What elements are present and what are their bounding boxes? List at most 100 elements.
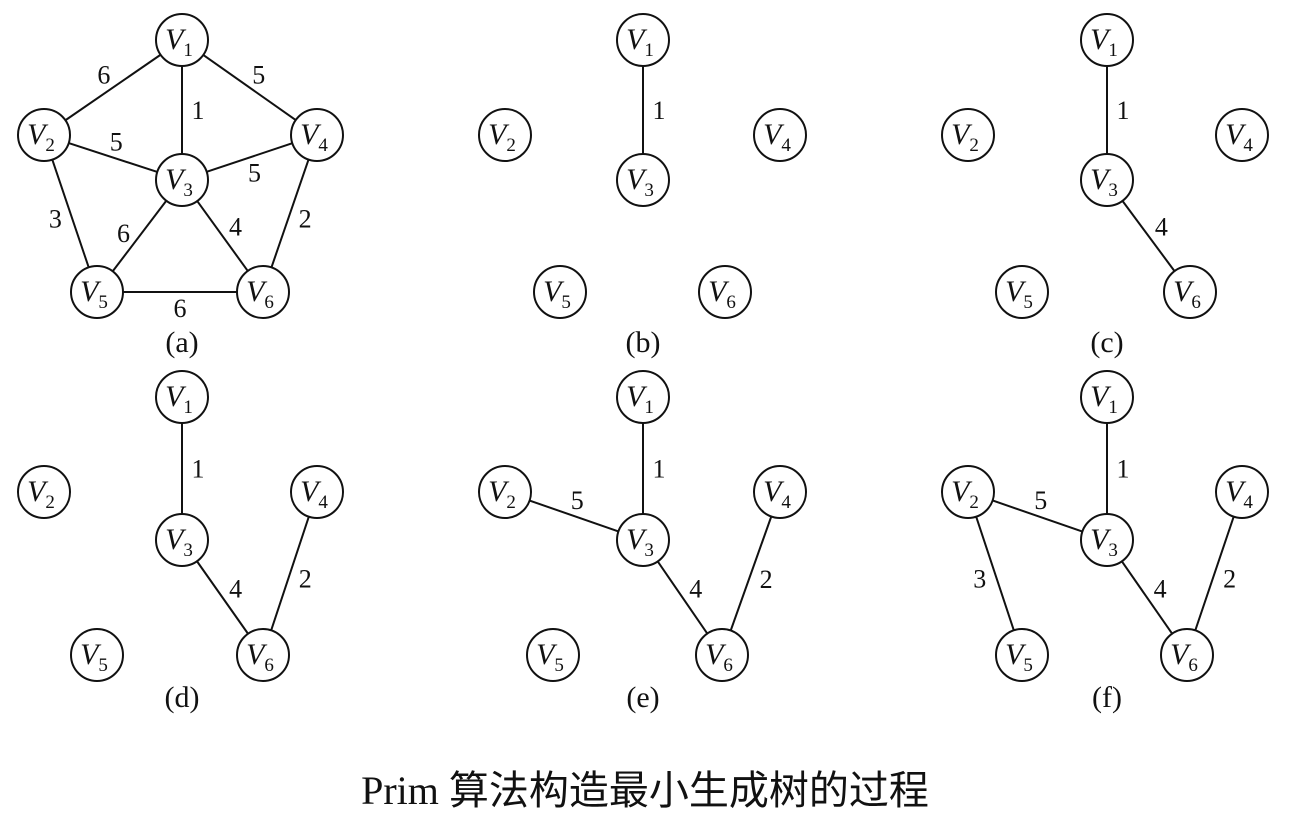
edge-V2-V5	[975, 516, 1015, 631]
vertex-v5: V5	[995, 628, 1049, 682]
vertex-circle	[1215, 465, 1269, 519]
vertex-v3: V3	[155, 513, 209, 567]
vertex-circle	[1080, 513, 1134, 567]
panel-label: (c)	[1090, 326, 1123, 359]
vertex-label: V2	[951, 475, 979, 513]
vertex-v2: V2	[941, 108, 995, 162]
edge-V2-V3	[992, 499, 1083, 533]
vertex-circle	[1160, 628, 1214, 682]
vertex-label: V3	[626, 523, 654, 561]
edge-weight-label: 2	[760, 565, 773, 594]
vertex-v2: V2	[17, 465, 71, 519]
edge-weight-label: 1	[192, 96, 205, 125]
vertex-circle	[616, 13, 670, 67]
vertex-circle	[1080, 153, 1134, 207]
vertex-label: V3	[1090, 163, 1118, 201]
vertex-v6: V6	[698, 265, 752, 319]
vertex-label: V2	[27, 118, 55, 156]
vertex-circle	[155, 370, 209, 424]
edge-V4-V6	[270, 516, 310, 631]
vertex-label: V3	[626, 163, 654, 201]
vertex-circle	[1080, 13, 1134, 67]
vertex-v2: V2	[478, 465, 532, 519]
edge-weight-label: 4	[229, 213, 242, 242]
vertex-circle	[478, 465, 532, 519]
vertex-circle	[533, 265, 587, 319]
vertex-label: V2	[488, 118, 516, 156]
vertex-label: V5	[543, 275, 571, 313]
vertex-label: V1	[626, 23, 654, 61]
vertex-v3: V3	[616, 153, 670, 207]
vertex-circle	[1080, 370, 1134, 424]
vertex-v5: V5	[995, 265, 1049, 319]
vertex-label: V3	[1090, 523, 1118, 561]
vertex-circle	[17, 108, 71, 162]
vertex-v2: V2	[478, 108, 532, 162]
vertex-v4: V4	[290, 465, 344, 519]
vertex-circle	[70, 265, 124, 319]
vertex-v5: V5	[70, 265, 124, 319]
edge-weight-label: 1	[1117, 96, 1130, 125]
edge-weight-label: 5	[110, 128, 123, 157]
edge-weight-label: 4	[1155, 212, 1168, 241]
edge-V3-V5	[111, 200, 168, 272]
vertex-v6: V6	[236, 628, 290, 682]
edge-V4-V6	[729, 516, 773, 631]
edge-weight-label: 1	[192, 455, 205, 484]
vertex-label: V4	[763, 475, 791, 513]
vertex-v2: V2	[941, 465, 995, 519]
vertex-label: V4	[1225, 118, 1253, 156]
edge-weight-label: 1	[653, 455, 666, 484]
vertex-label: V2	[27, 475, 55, 513]
vertex-circle	[236, 628, 290, 682]
vertex-circle	[70, 628, 124, 682]
vertex-circle	[698, 265, 752, 319]
vertex-v3: V3	[1080, 513, 1134, 567]
vertex-label: V4	[300, 118, 328, 156]
panel-label: (e)	[626, 681, 659, 714]
edge-weight-label: 1	[1117, 455, 1130, 484]
vertex-label: V5	[1005, 275, 1033, 313]
vertex-v4: V4	[1215, 108, 1269, 162]
edge-weight-label: 3	[49, 205, 62, 234]
vertex-label: V6	[1173, 275, 1201, 313]
vertex-label: V4	[300, 475, 328, 513]
vertex-label: V6	[705, 638, 733, 676]
edge-weight-label: 6	[97, 60, 110, 89]
edge-weight-label: 2	[1223, 565, 1236, 594]
vertex-circle	[236, 265, 290, 319]
edge-V4-V6	[270, 159, 310, 268]
vertex-v1: V1	[155, 370, 209, 424]
edge-V3-V6	[1121, 200, 1176, 272]
edge-weight-label: 5	[252, 60, 265, 89]
vertex-label: V1	[1090, 23, 1118, 61]
vertex-circle	[155, 153, 209, 207]
vertex-v1: V1	[1080, 13, 1134, 67]
vertex-circle	[995, 628, 1049, 682]
vertex-label: V5	[536, 638, 564, 676]
vertex-v4: V4	[1215, 465, 1269, 519]
vertex-circle	[17, 465, 71, 519]
vertex-v4: V4	[753, 108, 807, 162]
vertex-label: V1	[165, 380, 193, 418]
vertex-v4: V4	[753, 465, 807, 519]
vertex-v3: V3	[616, 513, 670, 567]
panel-label: (a)	[165, 326, 198, 359]
vertex-v4: V4	[290, 108, 344, 162]
vertex-label: V4	[1225, 475, 1253, 513]
vertex-circle	[616, 153, 670, 207]
edge-V3-V6	[196, 200, 249, 272]
vertex-v6: V6	[1160, 628, 1214, 682]
edge-V1-V2	[64, 53, 162, 122]
vertex-v3: V3	[155, 153, 209, 207]
vertex-label: V2	[488, 475, 516, 513]
panel-label: (f)	[1092, 681, 1122, 714]
edge-V1-V4	[202, 54, 297, 121]
edge-weight-label: 2	[299, 565, 312, 594]
vertex-label: V1	[626, 380, 654, 418]
